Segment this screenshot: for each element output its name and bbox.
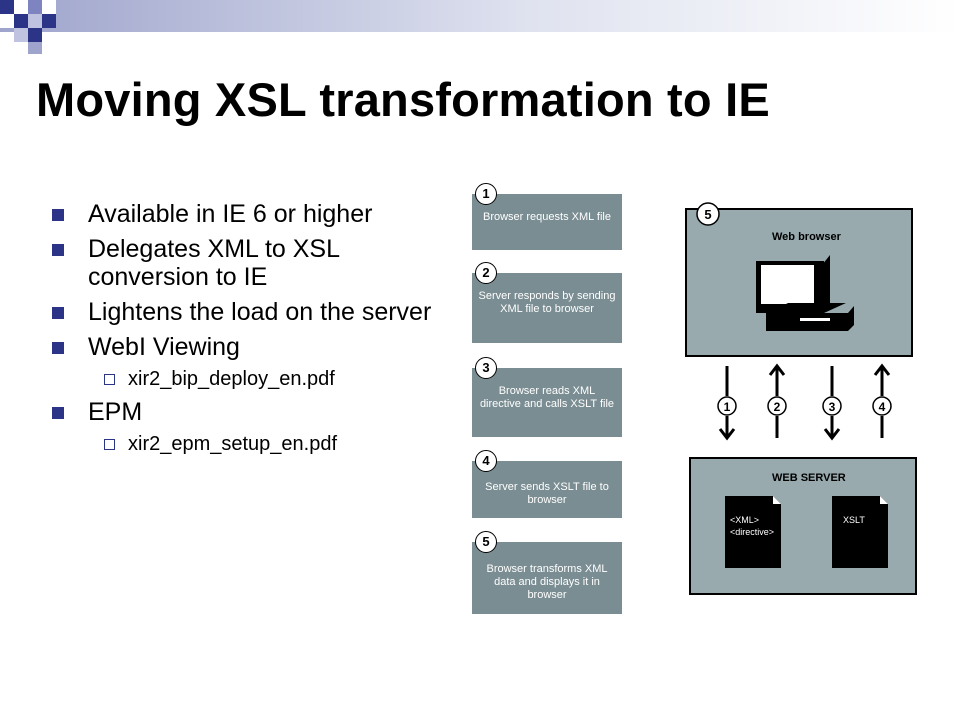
- step-number-badge: 2: [475, 262, 497, 284]
- arrow-4-up: 4: [872, 363, 892, 438]
- bullet-text: EPM: [88, 398, 143, 426]
- sub-bullet-item: xir2_epm_setup_en.pdf: [52, 431, 462, 457]
- arrow-number: 1: [724, 400, 731, 414]
- bullet-text: Delegates XML to XSL conversion to IE: [88, 235, 340, 291]
- bullet-text: WebI Viewing: [88, 333, 240, 361]
- square-bullet-icon: [52, 244, 64, 256]
- step-box-5: 5 Browser transforms XML data and displa…: [472, 531, 622, 614]
- step-text: Browser transforms XML data and displays…: [486, 563, 608, 601]
- computer-icon: [756, 255, 854, 331]
- arrow-number: 2: [774, 400, 781, 414]
- sub-bullet-text: xir2_bip_deploy_en.pdf: [128, 368, 335, 390]
- step-number-badge: 3: [475, 357, 497, 379]
- square-bullet-icon: [52, 307, 64, 319]
- step-number-badge: 5: [475, 531, 497, 553]
- step-box-1: 1 Browser requests XML file: [472, 183, 622, 250]
- bullet-item: EPM: [52, 398, 462, 426]
- xml-document-icon: <XML> <directive>: [725, 496, 781, 568]
- xslt-document-icon: XSLT: [832, 496, 888, 568]
- arrow-number: 3: [829, 400, 836, 414]
- square-bullet-icon: [52, 209, 64, 221]
- hollow-square-bullet-icon: [104, 374, 115, 385]
- bullet-item: Available in IE 6 or higher: [52, 200, 462, 228]
- slide-title: Moving XSL transformation to IE: [36, 73, 770, 126]
- step-text: Server responds by sending XML file to b…: [478, 290, 616, 315]
- square-bullet-icon: [52, 407, 64, 419]
- header-decoration: [0, 0, 960, 54]
- square-bullet-icon: [52, 342, 64, 354]
- xslt-doc-line: XSLT: [843, 515, 865, 525]
- bullet-item: WebI Viewing: [52, 333, 462, 361]
- bullet-text: Lightens the load on the server: [88, 298, 432, 326]
- arrow-2-up: 2: [767, 363, 787, 438]
- hollow-square-bullet-icon: [104, 439, 115, 450]
- browser-server-diagram: 5 Web browser 1 2 3 4: [685, 202, 917, 595]
- arrow-1-down: 1: [717, 366, 737, 441]
- step-box-2: 2 Server responds by sending XML file to…: [472, 262, 622, 343]
- xml-doc-line: <XML>: [730, 515, 759, 525]
- xml-doc-line: <directive>: [730, 527, 774, 537]
- sub-bullet-item: xir2_bip_deploy_en.pdf: [52, 366, 462, 392]
- arrow-number: 4: [879, 400, 886, 414]
- step-number-badge: 4: [475, 450, 497, 472]
- step-number-badge: 1: [475, 183, 497, 205]
- step-box-4: 4 Server sends XSLT file to browser: [472, 450, 622, 518]
- step-text: Server sends XSLT file to browser: [485, 481, 609, 506]
- arrow-3-down: 3: [822, 366, 842, 441]
- web-server-label: WEB SERVER: [772, 472, 846, 484]
- step-text: Browser reads XML directive and calls XS…: [479, 385, 615, 410]
- bullet-list: Available in IE 6 or higher Delegates XM…: [52, 200, 462, 463]
- sub-bullet-text: xir2_epm_setup_en.pdf: [128, 433, 338, 455]
- bullet-text: Available in IE 6 or higher: [88, 200, 373, 228]
- step-box-3: 3 Browser reads XML directive and calls …: [472, 357, 622, 437]
- browser-badge: 5: [704, 207, 711, 222]
- step-text: Browser requests XML file: [483, 211, 611, 223]
- web-browser-label: Web browser: [772, 231, 842, 243]
- bullet-item: Delegates XML to XSL conversion to IE: [52, 235, 462, 291]
- bullet-item: Lightens the load on the server: [52, 298, 462, 326]
